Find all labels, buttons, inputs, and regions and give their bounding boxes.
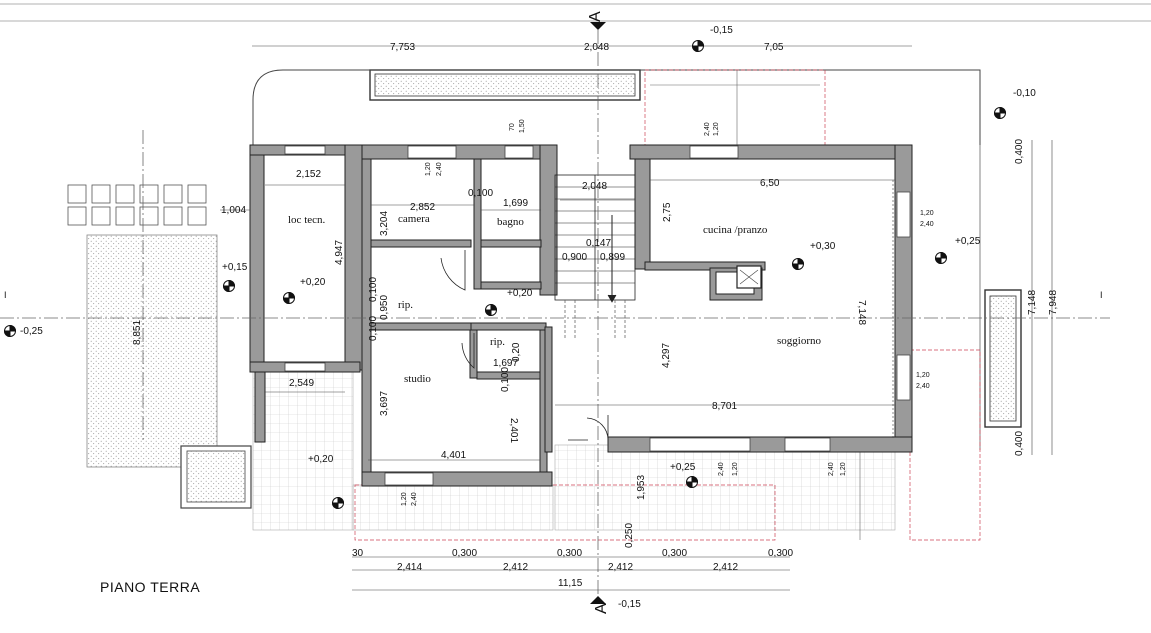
room-loc-tecn: loc tecn. xyxy=(288,214,326,226)
dim-2401: 2,401 xyxy=(508,418,519,443)
dim-top-right: 7,05 xyxy=(764,42,784,53)
dim-0147: 0,147 xyxy=(586,238,611,249)
level-markers xyxy=(3,39,1007,510)
plan-title: PIANO TERRA xyxy=(100,579,200,595)
dim-1699: 1,699 xyxy=(503,198,528,209)
win-r2-b: 2,40 xyxy=(916,383,930,390)
dim-4947: 4,947 xyxy=(334,240,345,265)
dim-1004: 1,004 xyxy=(221,205,246,216)
dim-2048b: 2,048 xyxy=(582,181,607,192)
room-studio: studio xyxy=(404,373,431,385)
dim-0100d: 0,100 xyxy=(500,367,511,392)
room-soggiorno: soggiorno xyxy=(777,335,822,347)
dim-2549: 2,549 xyxy=(289,378,314,389)
dim-bottom-0300d: 0,300 xyxy=(768,548,793,559)
section-lines xyxy=(0,30,1110,600)
win-b1-b: 2,40 xyxy=(411,492,418,506)
room-bagno: bagno xyxy=(497,216,524,228)
dim-0400a: 0,400 xyxy=(1014,139,1025,164)
level-porch-left: +0,20 xyxy=(308,454,334,465)
dim-8701: 8,701 xyxy=(712,401,737,412)
level-cucina: +0,30 xyxy=(810,241,836,252)
dim-bottom-30: 30 xyxy=(352,548,364,559)
dim-bottom-2414: 2,414 xyxy=(397,562,422,573)
dim-7148a: 7,148 xyxy=(856,300,867,325)
dim-bottom-2412b: 2,412 xyxy=(608,562,633,573)
staircase xyxy=(554,174,636,340)
level-left: -0,25 xyxy=(20,326,43,337)
dim-650: 6,50 xyxy=(760,178,780,189)
dim-3697: 3,697 xyxy=(379,391,390,416)
level-porch-bottom: +0,25 xyxy=(670,462,696,473)
win-b2-b: 2,40 xyxy=(718,462,725,476)
win-top-b: 1,50 xyxy=(519,119,526,133)
section-mark-bottom: A xyxy=(593,603,610,614)
dim-1953: 1,953 xyxy=(636,475,647,500)
win-top-a: 70 xyxy=(509,123,516,131)
dim-0950: 0,950 xyxy=(379,295,390,320)
win-cam-a: 1,20 xyxy=(425,162,432,176)
dim-0100c: 0,100 xyxy=(368,316,379,341)
dim-275: 2,75 xyxy=(662,202,673,222)
dim-bottom-1115: 11,15 xyxy=(558,578,583,589)
section-mark-top: A xyxy=(587,11,604,22)
level-terrace-right: +0,25 xyxy=(955,236,981,247)
win-b3-b: 2,40 xyxy=(828,462,835,476)
dim-0900: 0,900 xyxy=(562,252,587,263)
dim-020: 0,20 xyxy=(511,342,522,362)
dim-0899: 0,899 xyxy=(600,252,625,263)
dim-2852: 2,852 xyxy=(410,202,435,213)
level-top-right: -0,10 xyxy=(1013,88,1036,99)
dim-1697: 1,697 xyxy=(493,358,518,369)
dim-4297: 4,297 xyxy=(661,343,672,368)
win-b2-a: 1,20 xyxy=(732,462,739,476)
level-corridor: +0,20 xyxy=(507,288,533,299)
chimney xyxy=(715,265,762,295)
dim-top-left: 7,753 xyxy=(390,42,415,53)
section-mark-left: I xyxy=(4,290,7,300)
dim-bottom-0300c: 0,300 xyxy=(662,548,687,559)
dim-4401: 4,401 xyxy=(441,450,466,461)
dim-0100a: 0,100 xyxy=(468,188,493,199)
level-loc-tecn: +0,20 xyxy=(300,277,326,288)
section-arrows xyxy=(590,22,606,604)
win-kit-a: 1,20 xyxy=(713,122,720,136)
win-kit-b: 2,40 xyxy=(704,122,711,136)
dim-7948: 7,948 xyxy=(1048,290,1059,315)
page-frame xyxy=(0,3,1151,22)
dim-bottom-0300a: 0,300 xyxy=(452,548,477,559)
door-swings xyxy=(440,250,609,441)
plan-labels: A A I I -0,15 -0,10 -0,25 +0,15 +0,20 +0… xyxy=(4,11,1103,614)
room-rip-small: rip. xyxy=(490,336,505,348)
win-b3-a: 1,20 xyxy=(840,462,847,476)
dim-bottom-2412a: 2,412 xyxy=(503,562,528,573)
level-bottom: -0,15 xyxy=(618,599,641,610)
win-r2-a: 1,20 xyxy=(916,372,930,379)
level-top: -0,15 xyxy=(710,25,733,36)
dim-8851: 8,851 xyxy=(132,320,143,345)
dim-bottom-0300b: 0,300 xyxy=(557,548,582,559)
room-camera: camera xyxy=(398,213,430,225)
room-rip-top: rip. xyxy=(398,299,413,311)
dim-7148b: 7,148 xyxy=(1027,290,1038,315)
section-mark-right: I xyxy=(1100,290,1103,300)
win-r1-b: 2,40 xyxy=(920,221,934,228)
window-openings xyxy=(284,145,911,486)
dimension-lines xyxy=(220,45,1053,591)
dim-0100b: 0,100 xyxy=(368,277,379,302)
dim-0250: 0,250 xyxy=(624,523,635,548)
site-areas xyxy=(67,69,1022,541)
dim-top-mid: 2,048 xyxy=(584,42,609,53)
dim-3204: 3,204 xyxy=(379,211,390,236)
dim-0400b: 0,400 xyxy=(1014,431,1025,456)
room-cucina: cucina /pranzo xyxy=(703,224,768,236)
level-left-patio: +0,15 xyxy=(222,262,248,273)
win-cam-b: 2,40 xyxy=(436,162,443,176)
dim-bottom-2412c: 2,412 xyxy=(713,562,738,573)
win-b1-a: 1,20 xyxy=(401,492,408,506)
dim-2152: 2,152 xyxy=(296,169,321,180)
win-r1-a: 1,20 xyxy=(920,210,934,217)
